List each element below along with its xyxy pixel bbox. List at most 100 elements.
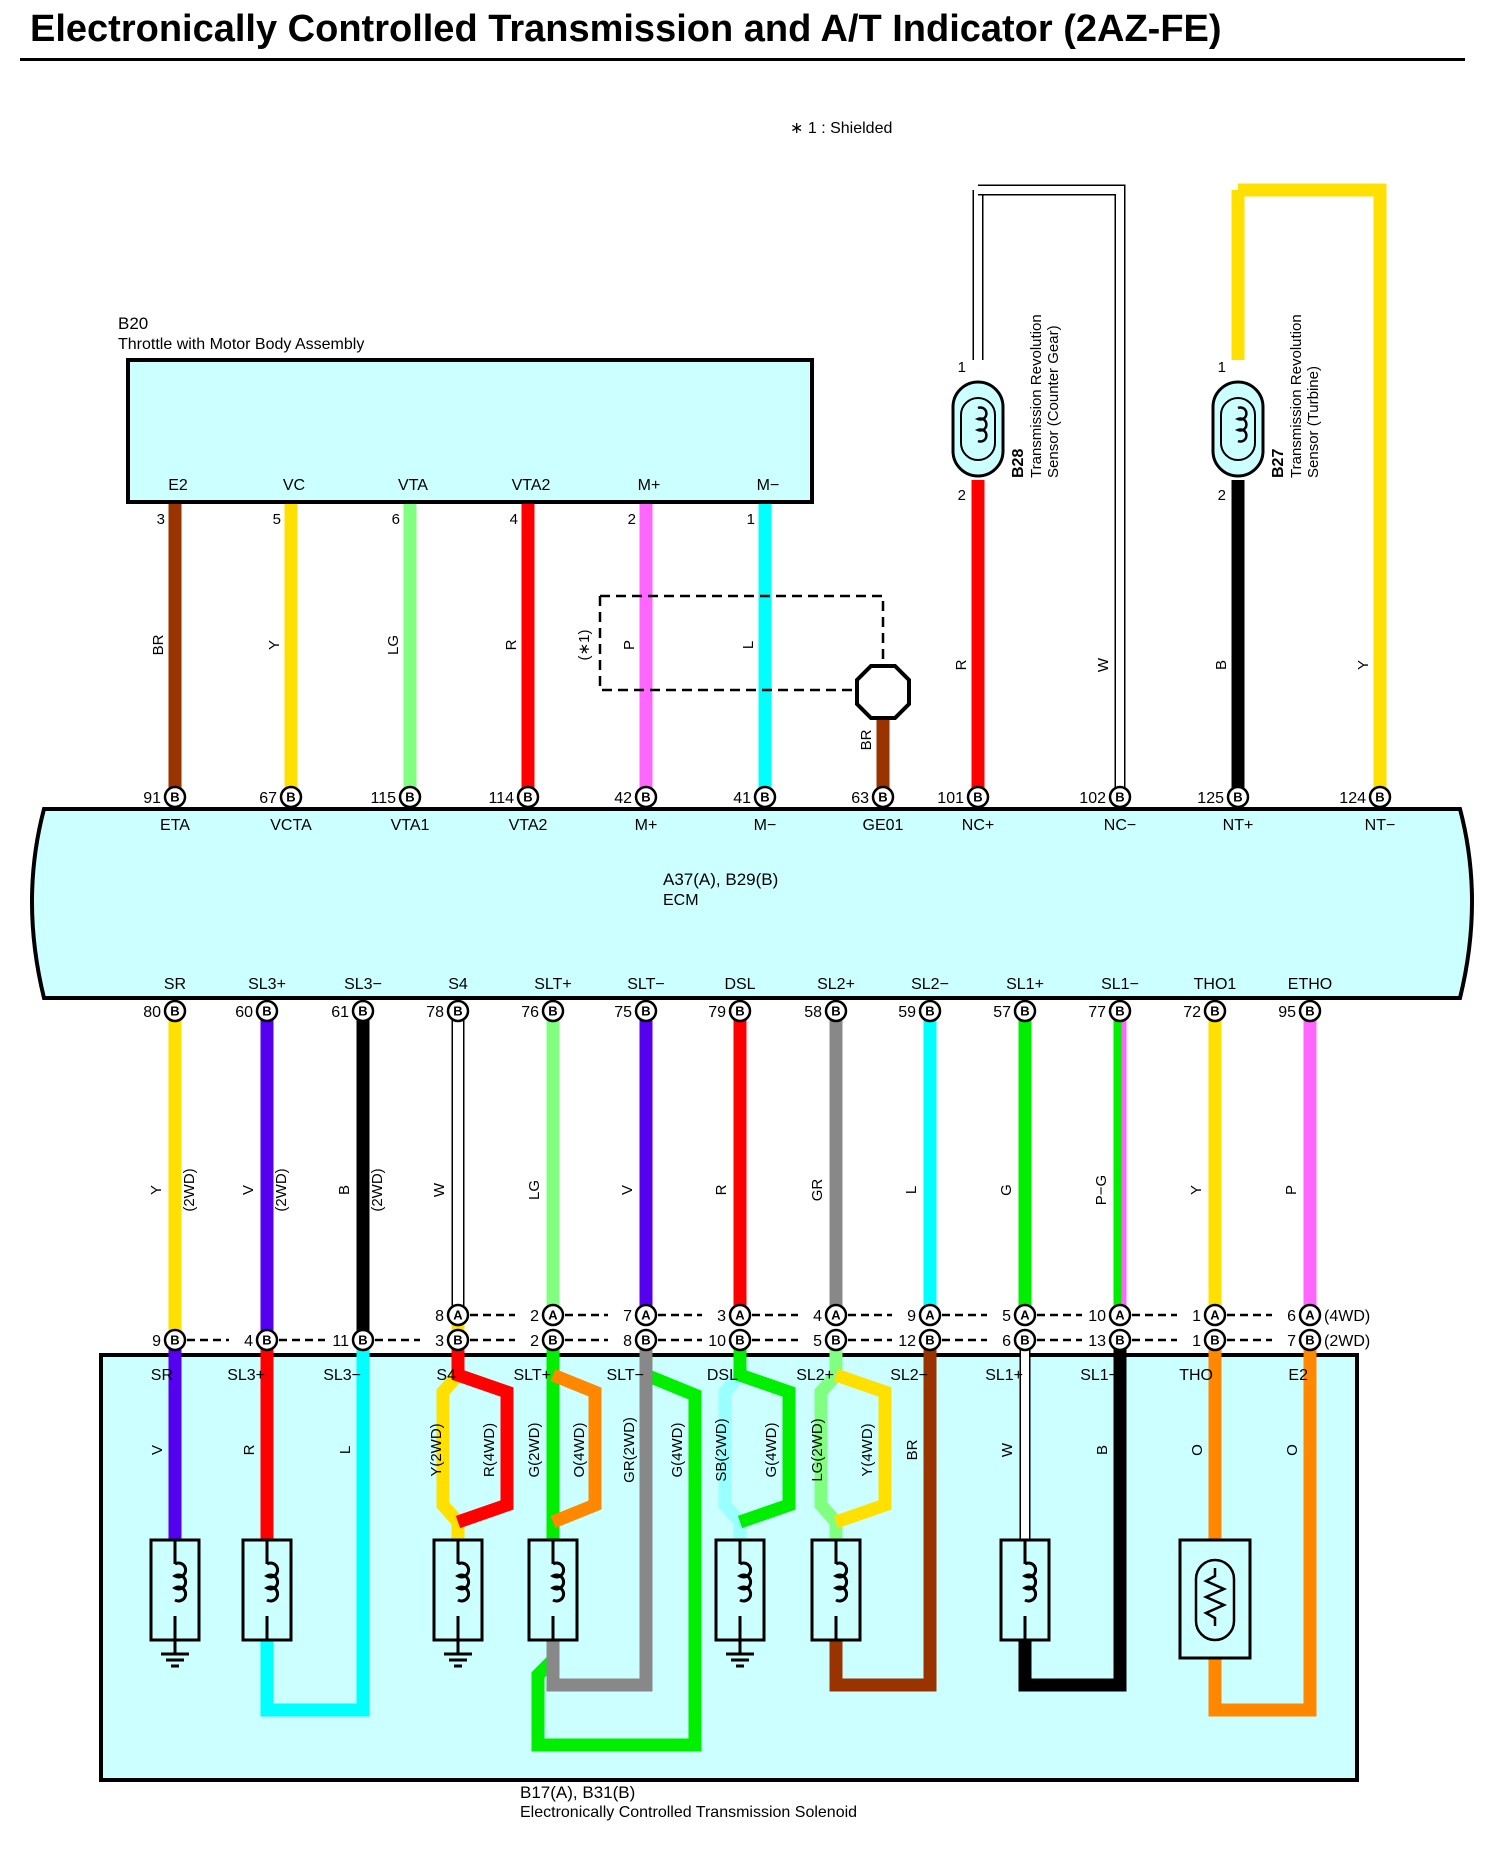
pin-circle: B [163,785,187,809]
pin-circle: B [446,1328,470,1352]
shield-note: ∗ 1 : Shielded [790,120,892,137]
pin-ring [634,1303,658,1327]
wire-color-label: O(4WD) [571,1423,588,1478]
solenoid-terminal-label: S4 [436,1367,456,1384]
wire-color-label: GR [809,1179,826,1202]
pin-letter: A [1115,1307,1125,1322]
pin-ring [918,1328,942,1352]
pin-circle: B [1108,785,1132,809]
pin-letter: A [641,1307,651,1322]
ecm-pin-number: 101 [937,790,964,807]
solenoid-icon [149,1538,201,1642]
variant-note: (2WD) [369,1168,386,1211]
pin-letter: A [735,1307,745,1322]
connector-b-pin-number: 11 [332,1333,349,1350]
coil-winding [974,406,988,443]
wire-color-label: Y [148,1185,165,1195]
connector-b-pin-number: 8 [623,1333,632,1350]
connector-a-pin-number: 5 [1002,1308,1011,1325]
connector-b-pin-number: 4 [244,1333,253,1350]
connector-b-pin-number: 1 [1192,1333,1201,1350]
ecm-terminal-label: SL1+ [1006,976,1044,993]
ecm-pin-number: 125 [1197,790,1224,807]
solenoid-icon [714,1538,766,1642]
solenoid-terminal-label: DSL [707,1367,738,1384]
pin-letter: B [1233,789,1242,804]
ecm-terminal-label: SL2− [911,976,949,993]
solenoid-icon [527,1538,579,1642]
wire-color-label: W [1095,657,1112,672]
pin-letter: B [548,1332,557,1347]
pin-letter: B [453,1332,462,1347]
sensor-wire [1238,183,1387,797]
solenoid-terminal-label: SLT+ [514,1367,552,1384]
pin-letter: A [1020,1307,1030,1322]
pin-circle: B [163,1328,187,1352]
ecm-pin-number: 114 [488,790,514,807]
pin-circle: A [1108,1303,1132,1327]
throttle-box [126,358,814,504]
pin-ring [966,785,990,809]
pin-letter: B [925,1003,934,1018]
pin-ring [1108,1303,1132,1327]
pin-circle: A [446,1303,470,1327]
pin-ring [255,1328,279,1352]
pin-circle: B [634,785,658,809]
connector-a-pin-number: 10 [1088,1308,1106,1325]
ecm-pin-number: 42 [614,790,632,807]
sensor-pin-number: 1 [1218,359,1226,376]
pin-circle: B [871,785,895,809]
pin-circle: B [1298,1328,1322,1352]
pin-letter: B [523,789,532,804]
wire-color-label: Y(2WD) [428,1423,445,1476]
ecm-terminal-label: GE01 [863,817,904,834]
ecm-box [30,807,1474,1000]
throttle-terminal-label: VC [283,477,305,494]
ecm-pin-number: 59 [898,1004,916,1021]
ecm-terminal-label: M+ [635,817,658,834]
pin-circle: B [1203,1328,1227,1352]
pin-circle: B [1108,1328,1132,1352]
throttle-code: B20 [118,314,148,333]
thermistor-icon [1178,1538,1252,1660]
pin-circle: B [1226,785,1250,809]
throttle-terminal-label: VTA2 [512,477,551,494]
connector-b-pin-number: 2 [530,1333,539,1350]
solenoid-icon [241,1538,293,1642]
pin-letter: B [641,1332,650,1347]
connector-a-pin-number: 7 [623,1308,632,1325]
wire-color-label: L [740,641,757,649]
ecm-terminal-label: S4 [448,976,468,993]
pin-letter: B [735,1332,744,1347]
wire-color-label: BR [858,729,875,750]
ecm-pin-number: 77 [1088,1004,1106,1021]
ecm-pin-number: 115 [370,790,396,807]
throttle-pin-number: 2 [628,511,636,528]
pin-letter: B [1210,1332,1219,1347]
ground-icon [444,1640,472,1668]
connector-b-pin-number: 7 [1287,1333,1296,1350]
ecm-pin-number: 79 [708,1004,726,1021]
solenoid-terminal-label: SLT− [607,1367,645,1384]
wire-color-label: LG [385,635,402,655]
solenoid-icon [999,1538,1051,1642]
pin-circle: B [541,1328,565,1352]
wire-color-label: W [999,1442,1016,1457]
pin-ring [541,1303,565,1327]
ecm-pin-number: 61 [331,1004,349,1021]
wire-color-label: G [998,1184,1015,1196]
pin-ring [541,1328,565,1352]
pin-letter: B [405,789,414,804]
pin-ring [1203,1328,1227,1352]
ecm-code: A37(A), B29(B) [663,870,778,889]
wire-color-label: G(4WD) [669,1423,686,1478]
thermistor-zigzag [1202,1568,1228,1626]
sensor-pin-number: 2 [958,487,966,504]
connector-b-pin-number: 10 [708,1333,726,1350]
pin-letter: B [735,1003,744,1018]
title-underline [20,58,1465,61]
solenoid-icon [810,1538,862,1642]
pin-ring [1298,1328,1322,1352]
solenoid-terminal-label: SL1+ [985,1367,1023,1384]
pin-circle: B [398,785,422,809]
